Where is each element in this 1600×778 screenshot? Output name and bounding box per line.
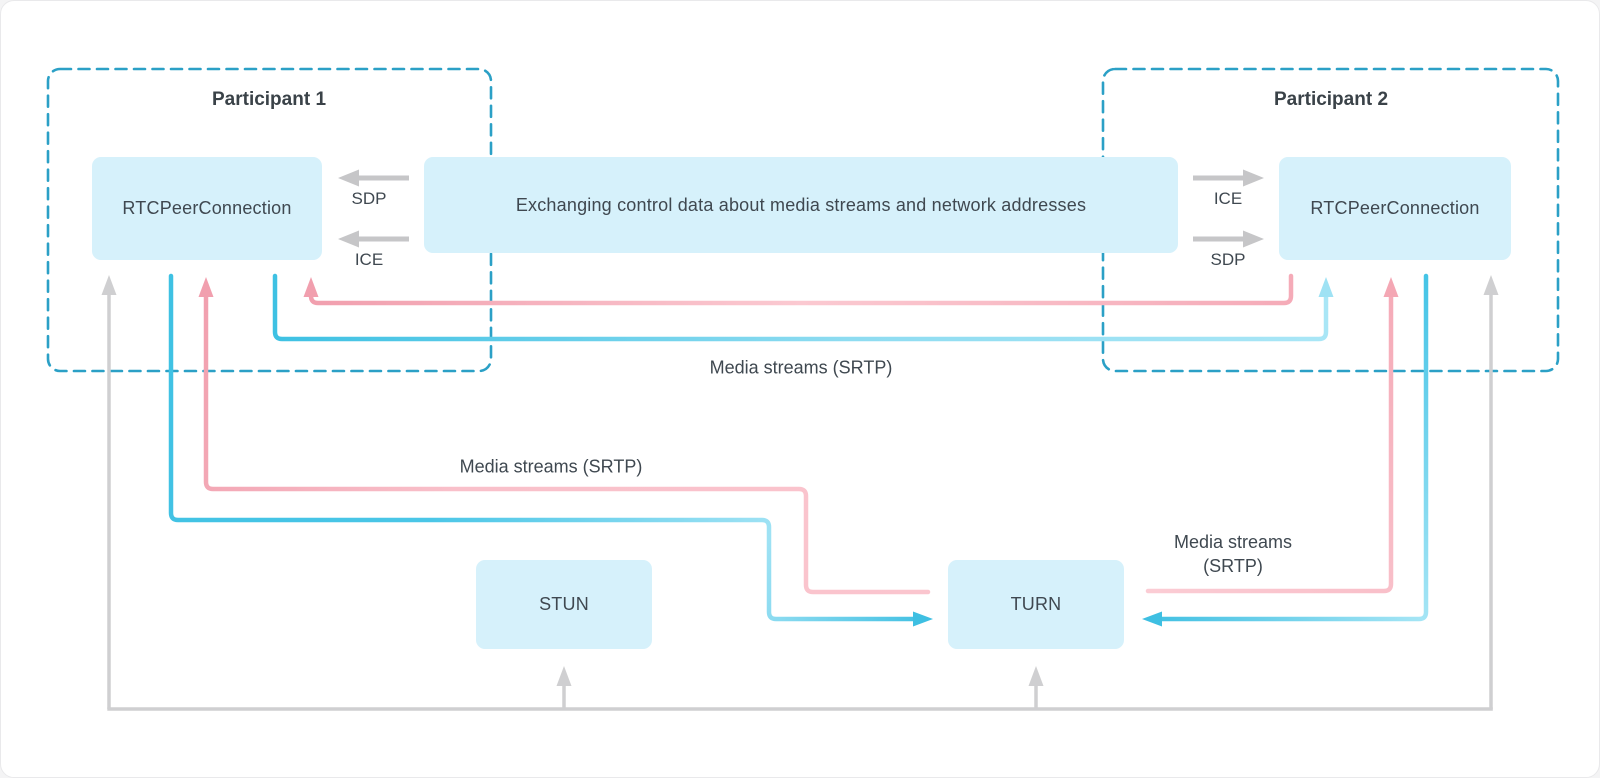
media-streams-direct-label: Media streams (SRTP) (709, 357, 893, 378)
p2-sdp-label: SDP (1210, 250, 1246, 269)
media-stream-turn-to-p1-arrowhead-icon (198, 277, 214, 297)
media-stream-p1-to-turn-line (168, 273, 917, 622)
sdp-left-arrowhead-icon (338, 169, 359, 187)
media-stream-p2-to-p1-arrowhead-icon (303, 277, 319, 297)
media-stream-p1-to-p2-line (272, 273, 1329, 342)
p1-network-arrowhead-icon (101, 275, 117, 295)
media-stream-turn-to-p2-line (1145, 293, 1394, 594)
media-stream-turn-to-p2-arrowhead-icon (1383, 277, 1399, 297)
turn-server-box: TURN (948, 560, 1124, 649)
p1-rtcpeerconnection-box: RTCPeerConnection (92, 157, 322, 260)
participant1-title: Participant 1 (211, 89, 327, 110)
turn-server-label: TURN (1010, 594, 1062, 614)
p2-network-arrowhead-icon (1483, 275, 1499, 295)
media-stream-p2-to-turn-arrowhead-icon (1142, 611, 1162, 627)
media-stream-p1-to-p2-arrowhead-icon (1318, 277, 1334, 297)
signaling-exchange-box: Exchanging control data about media stre… (424, 157, 1178, 253)
media-stream-p1-to-turn-arrowhead-icon (913, 611, 933, 627)
ice-right-arrowhead-icon (1243, 169, 1264, 187)
signaling-exchange-label: Exchanging control data about media stre… (515, 194, 1087, 215)
media-streams-p2-relay-line2: (SRTP) (1203, 556, 1263, 576)
media-stream-p2-to-turn-line (1158, 273, 1429, 622)
p2-rtcpeerconnection-box: RTCPeerConnection (1279, 157, 1511, 260)
p2-rtcpeerconnection-label: RTCPeerConnection (1310, 198, 1480, 218)
p1-rtcpeerconnection-label: RTCPeerConnection (122, 198, 292, 218)
signaling-arrows (338, 169, 1264, 248)
turn-arrowhead-icon (1028, 666, 1044, 686)
participant2-title: Participant 2 (1273, 89, 1389, 110)
sdp-right-arrowhead-icon (1243, 230, 1264, 248)
stun-server-box: STUN (476, 560, 652, 649)
stun-arrowhead-icon (556, 666, 572, 686)
p1-ice-label: ICE (354, 250, 384, 269)
stun-server-label: STUN (539, 594, 589, 614)
p2-ice-label: ICE (1213, 189, 1243, 208)
media-streams-p2-relay-line1: Media streams (1173, 532, 1293, 552)
p1-sdp-label: SDP (351, 189, 387, 208)
ice-left-arrowhead-icon (338, 230, 359, 248)
media-streams-p1-relay-label: Media streams (SRTP) (459, 456, 643, 477)
media-stream-p2-to-p1-line (308, 273, 1294, 306)
media-streams-p2-relay-label: Media streams (SRTP) (1143, 530, 1323, 578)
media-stream-turn-to-p1-line (203, 293, 931, 595)
server-connection-lines (101, 275, 1499, 711)
